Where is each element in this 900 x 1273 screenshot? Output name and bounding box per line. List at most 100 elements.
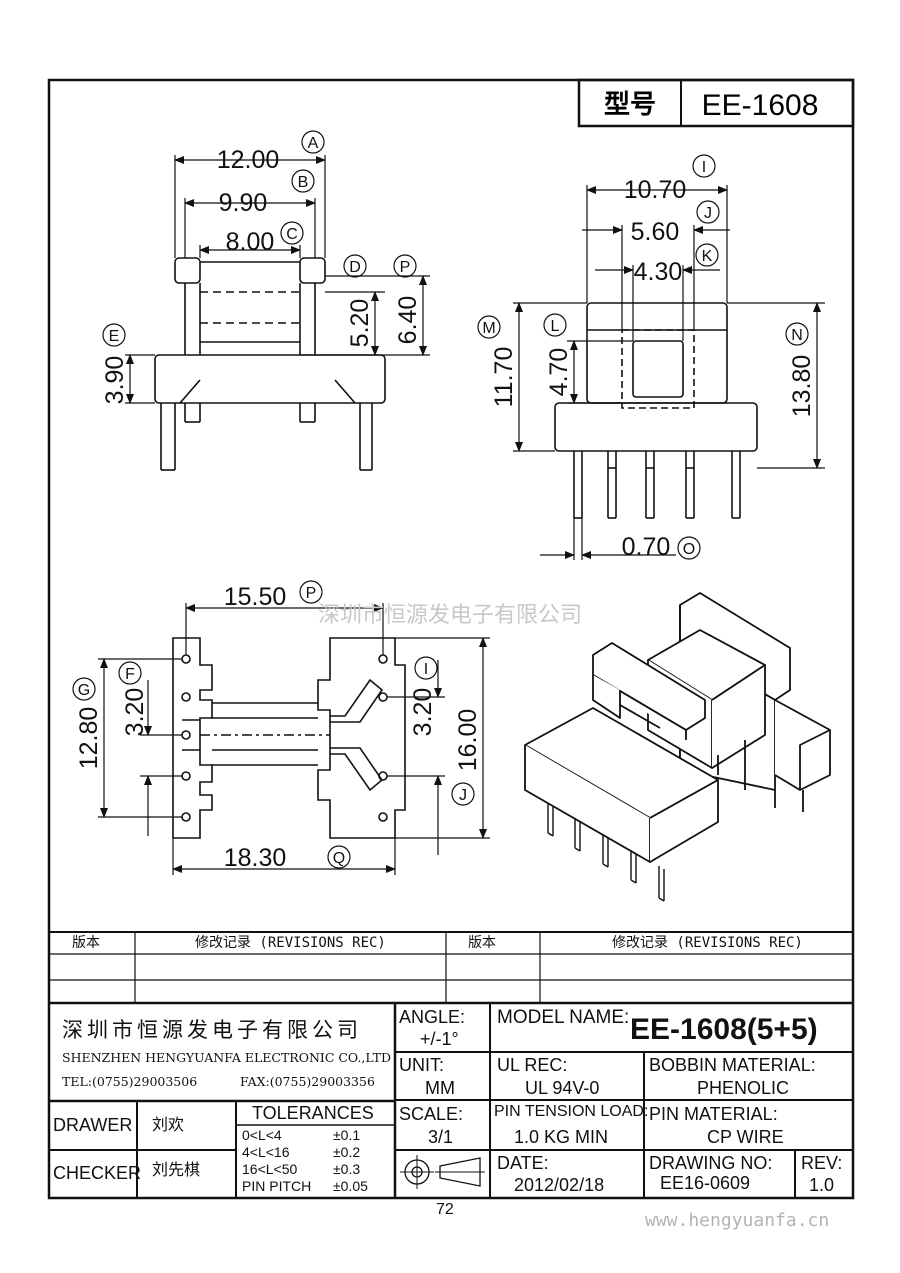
dim-n-value: 13.80 xyxy=(788,355,816,418)
dim-c-value: 8.00 xyxy=(226,228,275,256)
dim-e-value: 3.90 xyxy=(101,356,129,405)
company-name-cn: 深圳市恒源发电子有限公司 xyxy=(62,1018,362,1042)
rev-rec-header-1: 修改记录 (REVISIONS REC) xyxy=(195,935,386,951)
rev-version-header-1: 版本 xyxy=(72,935,100,951)
dim-p-bottom-value: 15.50 xyxy=(224,583,287,611)
dim-p-side-letter: P xyxy=(400,259,411,276)
dim-i-value: 10.70 xyxy=(624,176,687,204)
page-border xyxy=(47,78,855,1200)
dim-a-value: 12.00 xyxy=(217,146,280,174)
company-name-en: SHENZHEN HENGYUANFA ELECTRONIC CO.,LTD xyxy=(62,1050,392,1065)
revision-table xyxy=(49,931,853,1005)
ul-rec-label: UL REC: xyxy=(497,1055,568,1075)
tol-value-2: ±0.3 xyxy=(333,1161,361,1177)
tol-range-2: 16<L<50 xyxy=(242,1161,298,1177)
dim-f-value: 3.20 xyxy=(121,688,149,737)
angle-label: ANGLE: xyxy=(399,1007,466,1027)
tol-range-0: 0<L<4 xyxy=(242,1127,282,1143)
tol-range-3: PIN PITCH xyxy=(242,1178,312,1194)
dim-b-value: 9.90 xyxy=(219,189,268,217)
model-value: EE-1608 xyxy=(702,89,819,122)
pin-material-label: PIN MATERIAL: xyxy=(649,1104,778,1124)
pin-material-value: CP WIRE xyxy=(707,1127,784,1147)
angle-value: +/-1° xyxy=(420,1029,459,1049)
dim-i-bottom-value: 3.20 xyxy=(409,688,437,737)
bottom-view-dims xyxy=(98,603,490,875)
company-fax: FAX:(0755)29003356 xyxy=(240,1074,375,1089)
dim-k-value: 4.30 xyxy=(634,258,683,286)
tol-value-0: ±0.1 xyxy=(333,1127,361,1143)
scale-label: SCALE: xyxy=(399,1104,464,1124)
side-view-left-dims xyxy=(125,155,430,404)
date-label: DATE: xyxy=(497,1153,549,1173)
dim-a-letter: A xyxy=(308,135,319,152)
side-view-left xyxy=(154,257,386,471)
dim-q-value: 18.30 xyxy=(224,844,287,872)
title-block-grid xyxy=(49,1003,853,1198)
rev-value: 1.0 xyxy=(809,1175,835,1195)
dim-j-bottom-letter: J xyxy=(459,787,467,804)
drawing-no-label: DRAWING NO: xyxy=(649,1153,773,1173)
model-label: 型号 xyxy=(604,90,656,120)
dim-m-value: 11.70 xyxy=(490,347,518,408)
date-value: 2012/02/18 xyxy=(514,1175,605,1195)
dim-q-letter: Q xyxy=(333,850,345,867)
page-number: 72 xyxy=(436,1201,454,1218)
pin-tension-label: PIN TENSION LOAD: xyxy=(494,1103,649,1120)
rev-label: REV: xyxy=(801,1153,843,1173)
checker-label: CHECKER xyxy=(53,1163,142,1183)
dim-g-letter: G xyxy=(78,682,90,699)
drawer-label: DRAWER xyxy=(53,1115,133,1135)
dim-e-letter: E xyxy=(109,328,120,345)
bobbin-material-value: PHENOLIC xyxy=(697,1078,790,1098)
dim-f-letter: F xyxy=(125,666,135,683)
model-name-value: EE-1608(5+5) xyxy=(630,1013,818,1046)
dim-l-letter: L xyxy=(551,318,560,335)
company-tel: TEL:(0755)29003506 xyxy=(62,1074,198,1089)
bobbin-material-label: BOBBIN MATERIAL: xyxy=(649,1055,816,1075)
rev-rec-header-2: 修改记录 (REVISIONS REC) xyxy=(612,935,803,951)
drawer-value: 刘欢 xyxy=(152,1115,185,1134)
watermark: 深圳市恒源发电子有限公司 xyxy=(318,603,582,628)
dim-o-value: 0.70 xyxy=(622,533,671,561)
bottom-view xyxy=(172,637,406,839)
website-watermark: www.hengyuanfa.cn xyxy=(645,1210,830,1231)
pin-tension-value: 1.0 KG MIN xyxy=(514,1127,609,1147)
unit-value: MM xyxy=(425,1078,455,1098)
isometric-pins xyxy=(547,803,665,902)
rev-version-header-2: 版本 xyxy=(468,935,496,951)
checker-value: 刘先棋 xyxy=(152,1160,201,1179)
front-view-right xyxy=(554,302,758,519)
tol-value-3: ±0.05 xyxy=(333,1178,368,1194)
dim-d-letter: D xyxy=(349,259,361,276)
scale-value: 3/1 xyxy=(428,1127,454,1147)
dim-o-letter: O xyxy=(683,541,695,558)
dim-n-letter: N xyxy=(791,327,803,344)
dim-p-side-value: 6.40 xyxy=(394,296,422,345)
tolerances-label: TOLERANCES xyxy=(252,1103,374,1123)
dim-g-value: 12.80 xyxy=(75,707,103,770)
dim-j-value: 5.60 xyxy=(631,218,680,246)
dim-j-letter: J xyxy=(704,205,712,222)
bottom-view-labels: 15.50 P 18.30 Q G 12.80 F 3.20 I 3.20 16… xyxy=(72,580,482,872)
dim-d-value: 5.20 xyxy=(346,299,374,348)
dim-i-letter: I xyxy=(702,159,706,176)
dim-m-letter: M xyxy=(482,320,495,337)
dim-b-letter: B xyxy=(298,174,309,191)
tol-value-1: ±0.2 xyxy=(333,1144,361,1160)
dim-j-bottom-value: 16.00 xyxy=(454,709,482,772)
front-view-right-labels: 10.70 I 5.60 J 4.30 K M 11.70 L 4.70 N 1… xyxy=(477,154,816,561)
dim-p-bottom-letter: P xyxy=(306,585,317,602)
unit-label: UNIT: xyxy=(399,1055,444,1075)
drawing-no-value: EE16-0609 xyxy=(660,1173,751,1193)
model-name-label: MODEL NAME: xyxy=(497,1007,630,1028)
ul-rec-value: UL 94V-0 xyxy=(525,1078,600,1098)
front-view-right-dims xyxy=(513,185,825,560)
dim-l-value: 4.70 xyxy=(545,348,573,397)
model-header: 型号 EE-1608 xyxy=(577,78,855,128)
dim-k-letter: K xyxy=(702,248,713,265)
dim-i-bottom-letter: I xyxy=(424,661,428,678)
isometric-view xyxy=(524,592,831,863)
side-view-left-labels: 12.00 A 9.90 B 8.00 C D 5.20 P 6.40 E 3.… xyxy=(101,130,422,405)
